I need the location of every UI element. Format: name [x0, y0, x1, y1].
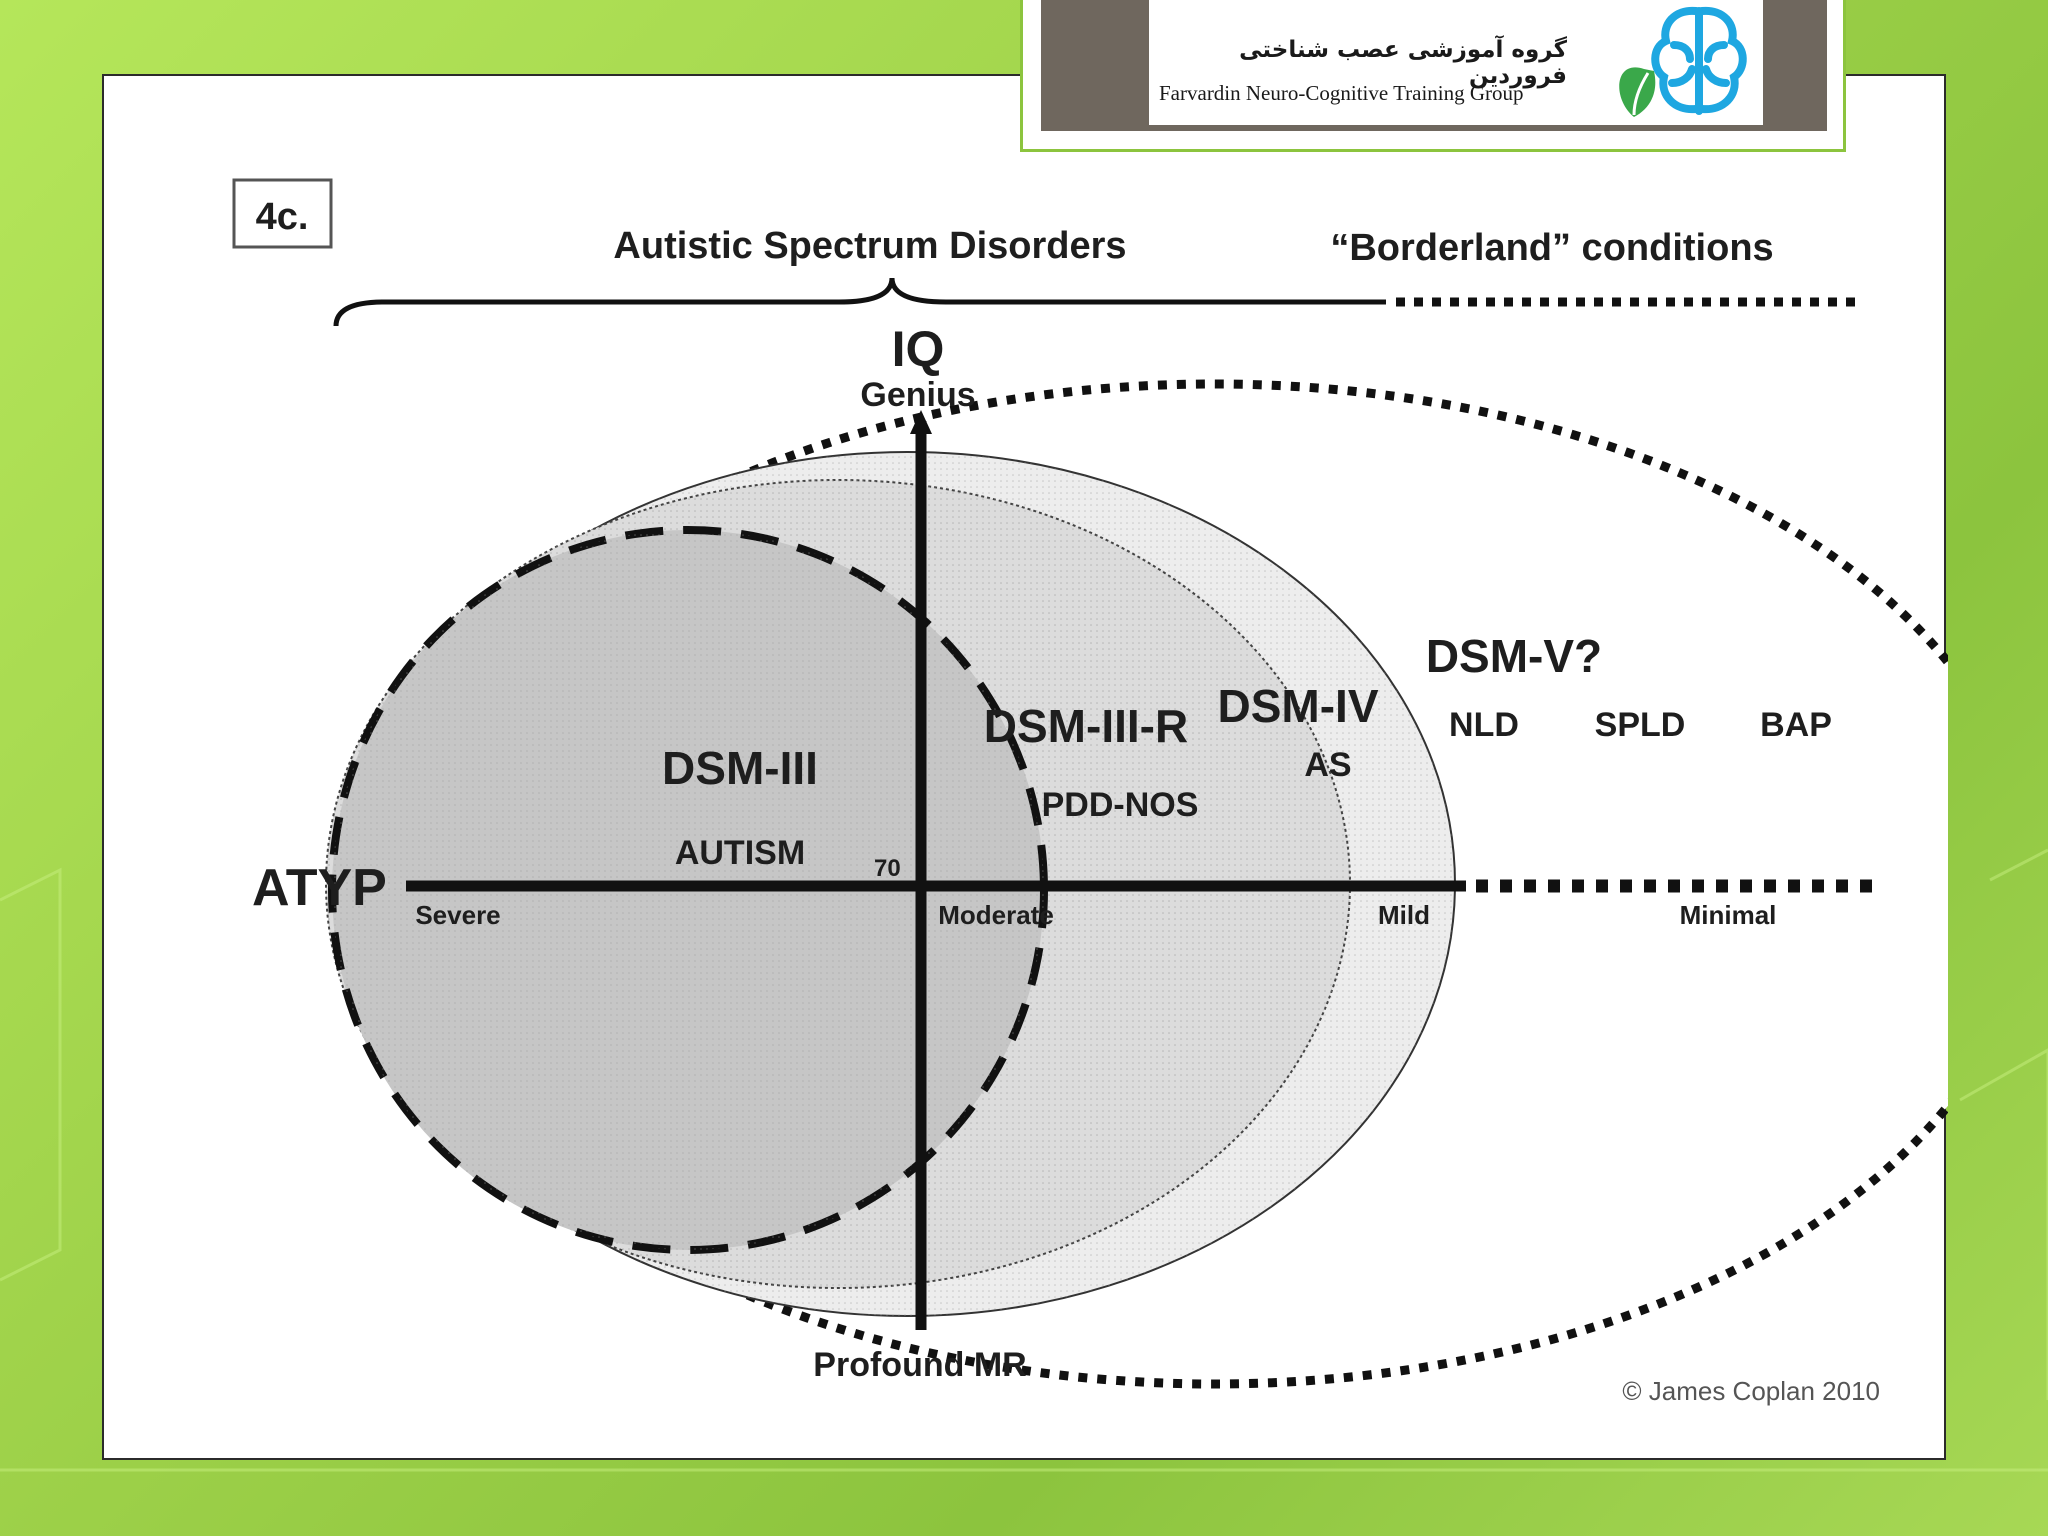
diagram-panel: 4c. Autistic Spectrum Disorders “Borderl… — [102, 74, 1948, 1460]
copyright-text: © James Coplan 2010 — [1622, 1376, 1880, 1406]
y-axis-title: IQ — [892, 321, 945, 377]
y-axis-bottom-label: Profound MR — [813, 1346, 1026, 1384]
y-axis-arrowhead — [910, 410, 932, 434]
dsm3-sub: AUTISM — [675, 834, 805, 872]
org-name-english: Farvardin Neuro-Cognitive Training Group — [1159, 81, 1524, 105]
dsm5-item: SPLD — [1595, 706, 1686, 744]
panel-label-box — [232, 178, 333, 249]
panel-label: 4c. — [256, 196, 309, 238]
brain-leaf-icon — [1619, 6, 1747, 117]
severity-label: Severe — [415, 900, 500, 930]
severity-label: Minimal — [1680, 900, 1777, 930]
logo-card: گروه آموزشی عصب شناختی فروردین Farvardin… — [1149, 0, 1763, 125]
dsm3r-title: DSM-III-R — [984, 700, 1188, 752]
severity-label: Mild — [1378, 900, 1430, 930]
autism-spectrum-diagram: 4c. Autistic Spectrum Disorders “Borderl… — [232, 178, 1948, 1406]
dsm5-title: DSM-V? — [1426, 630, 1602, 682]
dsm4-title: DSM-IV — [1218, 680, 1379, 732]
brace-right-label: “Borderland” conditions — [1330, 227, 1773, 269]
org-name-persian: گروه آموزشی عصب شناختی فروردین — [1239, 37, 1567, 89]
logo-banner: گروه آموزشی عصب شناختی فروردین Farvardin… — [1020, 0, 1846, 152]
dsm3-title: DSM-III — [662, 742, 818, 794]
iq-70-tick-label: 70 — [874, 855, 901, 882]
x-axis-left-label: ATYP — [252, 859, 387, 917]
dsm5-item: NLD — [1449, 706, 1519, 744]
logo-backdrop: گروه آموزشی عصب شناختی فروردین Farvardin… — [1041, 0, 1827, 131]
dsm4-sub: AS — [1304, 746, 1351, 784]
y-axis-top-label: Genius — [860, 376, 975, 414]
dsm5-item: BAP — [1760, 706, 1832, 744]
severity-label: Moderate — [938, 900, 1054, 930]
brace-solid — [333, 277, 1386, 327]
dsm3r-sub: PDD-NOS — [1042, 786, 1199, 824]
brace-left-label: Autistic Spectrum Disorders — [613, 225, 1126, 267]
